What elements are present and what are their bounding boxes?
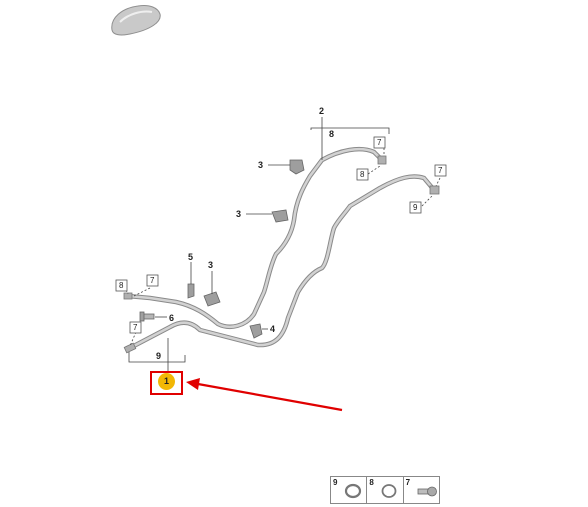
clip-3c-icon xyxy=(203,291,221,307)
red-arrow-icon xyxy=(186,378,343,412)
callout-8-top[interactable]: 8 xyxy=(329,129,334,139)
callout-8-b[interactable]: 8 xyxy=(360,170,365,179)
callout-7-left[interactable]: 7 xyxy=(150,276,155,285)
legend-number: 9 xyxy=(333,478,338,487)
legend-cell-9[interactable]: 9 xyxy=(331,477,368,503)
callout-8-left[interactable]: 8 xyxy=(119,281,124,290)
callout-7-c[interactable]: 7 xyxy=(133,323,138,332)
clip-3a-icon xyxy=(289,159,305,175)
callout-9-main[interactable]: 9 xyxy=(156,351,161,361)
callout-5[interactable]: 5 xyxy=(188,252,193,262)
part-1-badge[interactable]: 1 xyxy=(158,373,175,390)
callout-4[interactable]: 4 xyxy=(270,324,275,334)
callout-3-b[interactable]: 3 xyxy=(236,209,241,219)
callout-7-b[interactable]: 7 xyxy=(438,166,443,175)
legend-number: 7 xyxy=(405,478,411,487)
car-thumbnail-icon xyxy=(111,5,161,36)
bolt-icon xyxy=(417,486,437,497)
bolt-6-icon xyxy=(139,311,155,322)
callout-7-a[interactable]: 7 xyxy=(377,138,382,147)
callout-9-b[interactable]: 9 xyxy=(413,203,418,212)
legend-cell-8[interactable]: 8 xyxy=(367,477,404,503)
clip-4-icon xyxy=(249,323,263,339)
clip-3b-icon xyxy=(271,209,289,223)
callout-2[interactable]: 2 xyxy=(319,106,324,116)
bracket-5-icon xyxy=(187,283,195,299)
o-ring-icon xyxy=(344,483,362,499)
leader-lines xyxy=(125,117,441,371)
callout-3-a[interactable]: 3 xyxy=(258,160,263,170)
legend-cell-7[interactable]: 7 xyxy=(404,477,439,503)
o-ring-icon xyxy=(381,484,397,498)
callout-3-c[interactable]: 3 xyxy=(208,260,213,270)
highlight-frame xyxy=(150,371,183,395)
small-parts-legend: 9 8 7 xyxy=(330,476,440,504)
callout-6[interactable]: 6 xyxy=(169,313,174,323)
legend-number: 8 xyxy=(369,478,374,487)
